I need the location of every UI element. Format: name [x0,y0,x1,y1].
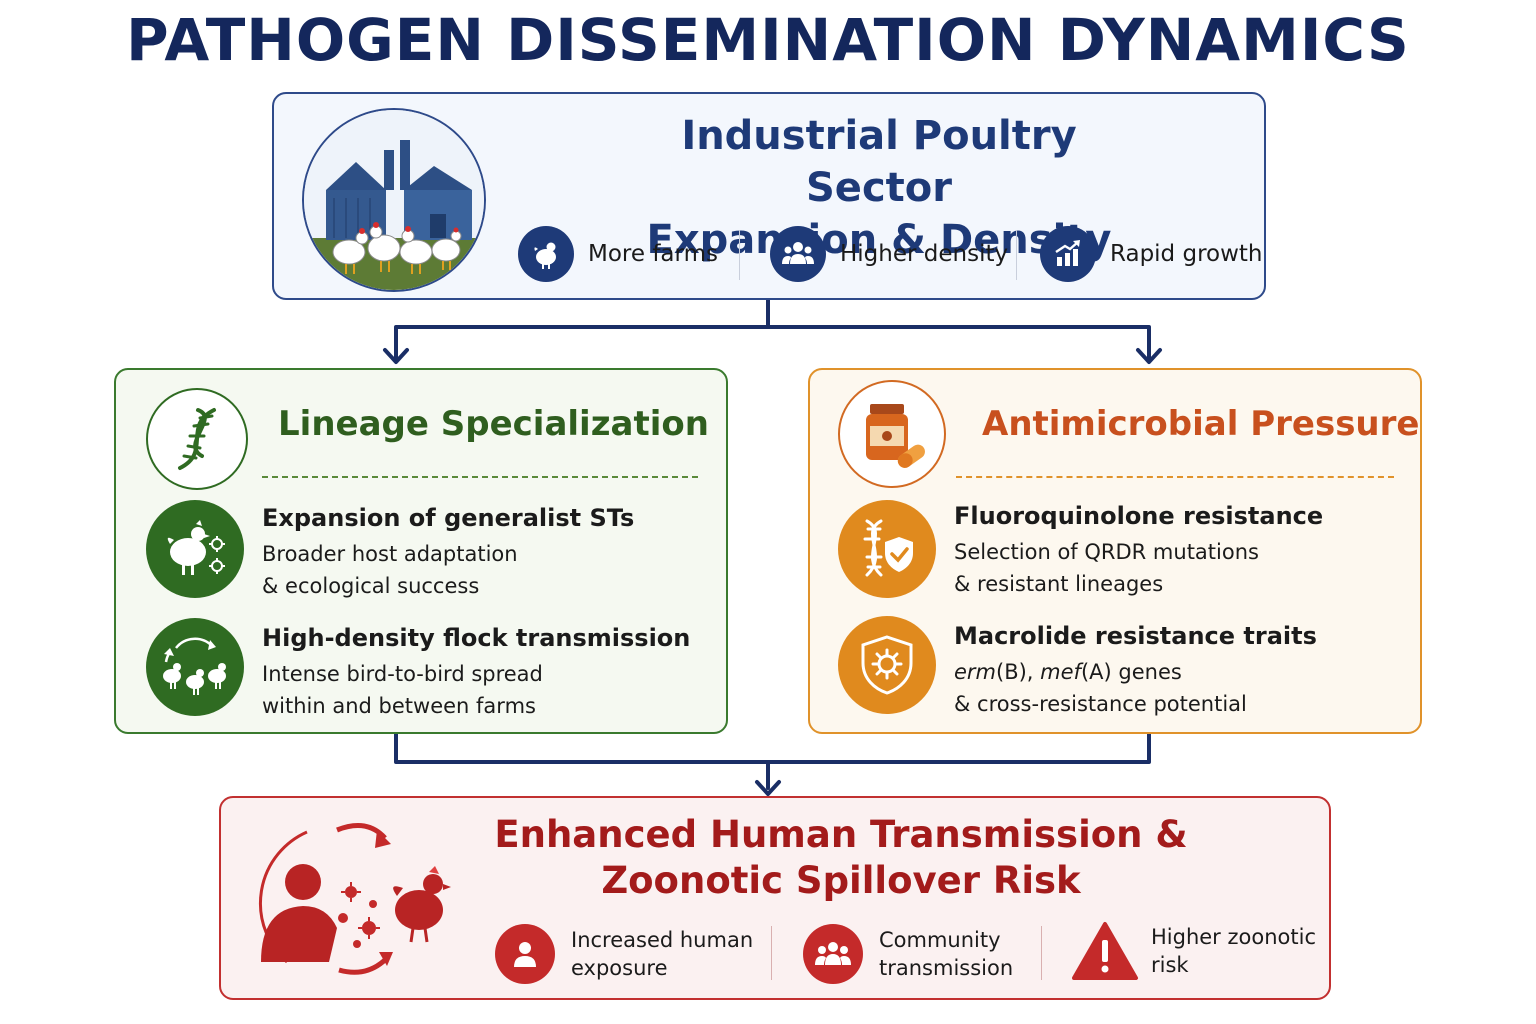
antimicrobial-item-title: Macrolide resistance traits [954,622,1317,650]
human-chicken-spillover-icon [258,823,451,975]
lineage-specialization-panel: Lineage Specialization Expansion of gene… [114,368,728,734]
gene-name: mef [1040,660,1081,684]
badge-divider [1041,926,1042,980]
flock-cycle-icon [146,618,244,716]
arrowhead-left [383,348,409,364]
badge-higher-zoonotic-risk: Higher zoonotic risk [1071,920,1316,982]
badge-label-line2: risk [1151,953,1189,977]
lineage-item-line: within and between farms [262,694,536,718]
lineage-heading: Lineage Specialization [278,404,709,444]
connector-top-split [394,298,1151,360]
antimicrobial-item-line: Selection of QRDR mutations [954,540,1259,564]
lineage-item-title: Expansion of generalist STs [262,504,635,532]
badge-label-line1: Community [879,928,1001,952]
arrowhead-bottom [755,780,781,796]
human-transmission-panel: Enhanced Human Transmission & Zoonotic S… [219,796,1331,1000]
dna-shield-icon [838,500,936,598]
badge-community-transmission: Community transmission [803,924,1013,984]
poultry-farm-icon [302,108,486,292]
badge-divider [771,926,772,980]
badge-label: Higher zoonotic risk [1151,923,1316,979]
page-title: PATHOGEN DISSEMINATION DYNAMICS [126,6,1410,74]
badge-label: Increased human exposure [571,926,753,982]
lineage-item-line: Intense bird-to-bird spread [262,662,543,686]
connector-bottom-merge [394,732,1151,790]
badge-more-farms: More farms [518,226,718,282]
top-heading-line2: Expansion & Density [646,217,1112,263]
antimicrobial-heading: Antimicrobial Pressure [982,404,1420,444]
human-heading: Enhanced Human Transmission & Zoonotic S… [481,812,1201,904]
antimicrobial-item-line: erm(B), mef(A) genes [954,660,1182,684]
warning-icon [1071,920,1139,982]
antimicrobial-item-line: & cross-resistance potential [954,692,1247,716]
badge-increased-exposure: Increased human exposure [495,924,753,984]
badge-label-line1: Higher zoonotic [1151,925,1316,949]
antimicrobial-item-line: & resistant lineages [954,572,1164,596]
chicken-bacteria-icon [146,500,244,598]
lineage-item-title: High-density flock transmission [262,624,691,652]
medicine-bottle-icon [838,380,946,488]
badge-higher-density: Higher density [770,226,1008,282]
section-divider [956,476,1394,478]
gene-suffix: (B), [996,660,1041,684]
antimicrobial-item-title: Fluoroquinolone resistance [954,502,1324,530]
badge-rapid-growth: Rapid growth [1040,226,1263,282]
lineage-item-line: & ecological success [262,574,480,598]
antimicrobial-pressure-panel: Antimicrobial Pressure Fluoroquinolone r… [808,368,1422,734]
lineage-item-line: Broader host adaptation [262,542,518,566]
badge-divider [739,230,740,280]
badge-label: Community transmission [879,926,1013,982]
badge-label: Higher density [840,241,1009,267]
human-heading-line1: Enhanced Human Transmission & [494,813,1188,856]
top-heading: Industrial Poultry Sector Expansion & De… [604,110,1154,266]
top-heading-line1: Industrial Poultry Sector [681,113,1077,211]
shield-virus-icon [838,616,936,714]
gene-name: erm [954,660,997,684]
section-divider [262,476,698,478]
dna-icon [146,388,248,490]
badge-divider [1016,230,1017,280]
arrowhead-right [1136,348,1162,364]
industrial-poultry-panel: Industrial Poultry Sector Expansion & De… [272,92,1266,300]
human-heading-line2: Zoonotic Spillover Risk [601,859,1081,902]
badge-label: More farms [588,241,718,267]
person-icon [495,924,555,984]
people-icon [803,924,863,984]
chicken-icon [518,226,574,282]
growth-chart-icon [1040,226,1096,282]
badge-label: Rapid growth [1110,241,1263,267]
gene-suffix: (A) genes [1080,660,1182,684]
badge-label-line2: exposure [571,956,668,980]
badge-label-line2: transmission [879,956,1014,980]
group-icon [770,226,826,282]
badge-label-line1: Increased human [571,928,754,952]
